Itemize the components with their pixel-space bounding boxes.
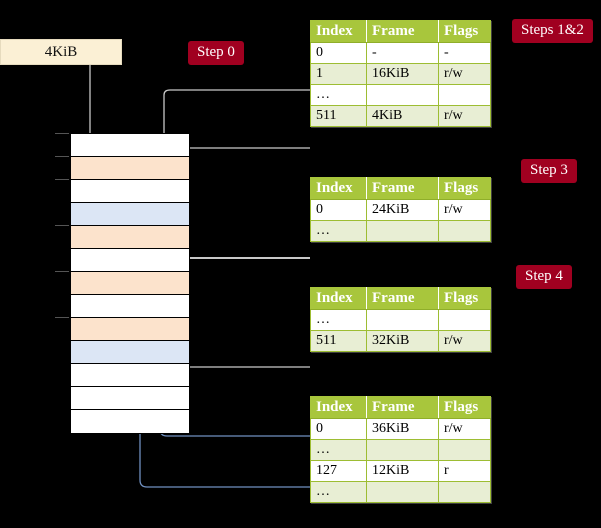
badge-step-3-label: Step 3 — [530, 162, 568, 178]
cell-flags — [438, 220, 491, 242]
frame-label-text: 4KiB — [44, 44, 78, 60]
memory-row-tick — [55, 179, 69, 180]
cell-index: … — [310, 84, 367, 106]
frame-label-box: 4KiB — [0, 39, 122, 65]
column-header-index: Index — [310, 177, 367, 200]
memory-frame-row — [71, 249, 189, 272]
memory-row-tick — [55, 156, 69, 157]
cell-flags: r/w — [438, 105, 491, 127]
cell-frame: 12KiB — [366, 460, 439, 482]
column-header-frame: Frame — [366, 396, 439, 419]
cell-frame — [366, 481, 439, 503]
cell-index: 0 — [310, 42, 367, 64]
cell-flags: - — [438, 42, 491, 64]
memory-frame-row — [71, 387, 189, 410]
memory-frame-row — [71, 226, 189, 249]
memory-frame-row — [71, 203, 189, 226]
memory-row-tick — [55, 317, 69, 318]
column-header-index: Index — [310, 20, 367, 43]
memory-frame-row — [71, 134, 189, 157]
memory-row-tick — [55, 133, 69, 134]
cell-index: … — [310, 220, 367, 242]
cell-index: 0 — [310, 418, 367, 440]
table-row: … — [310, 84, 491, 106]
cell-index: 127 — [310, 460, 367, 482]
cell-index: 0 — [310, 199, 367, 221]
memory-column — [70, 133, 190, 434]
badge-steps-1-2: Steps 1&2 — [512, 19, 593, 43]
column-header-flags: Flags — [438, 177, 491, 200]
cell-index: … — [310, 439, 367, 461]
column-header-index: Index — [310, 396, 367, 419]
cell-frame — [366, 309, 439, 331]
column-header-flags: Flags — [438, 287, 491, 310]
cell-flags — [438, 481, 491, 503]
cell-flags: r/w — [438, 418, 491, 440]
cell-flags: r/w — [438, 199, 491, 221]
memory-frame-row — [71, 364, 189, 387]
badge-step-3: Step 3 — [521, 159, 577, 183]
badge-step-4-label: Step 4 — [525, 268, 563, 284]
memory-row-tick — [55, 271, 69, 272]
badge-steps-1-2-label: Steps 1&2 — [521, 22, 584, 38]
cell-flags — [438, 439, 491, 461]
memory-frame-row — [71, 295, 189, 318]
cell-index: … — [310, 309, 367, 331]
cell-frame: 4KiB — [366, 105, 439, 127]
cell-index: … — [310, 481, 367, 503]
cell-flags: r/w — [438, 63, 491, 85]
column-header-frame: Frame — [366, 20, 439, 43]
cell-index: 1 — [310, 63, 367, 85]
column-header-frame: Frame — [366, 287, 439, 310]
column-header-frame: Frame — [366, 177, 439, 200]
cell-frame — [366, 220, 439, 242]
cell-frame: - — [366, 42, 439, 64]
cell-flags: r/w — [438, 330, 491, 352]
cell-flags: r — [438, 460, 491, 482]
memory-frame-row — [71, 272, 189, 295]
memory-frame-row — [71, 410, 189, 433]
column-header-flags: Flags — [438, 20, 491, 43]
cell-frame: 24KiB — [366, 199, 439, 221]
memory-frame-row — [71, 341, 189, 364]
cell-index: 511 — [310, 105, 367, 127]
column-header-flags: Flags — [438, 396, 491, 419]
memory-frame-row — [71, 318, 189, 341]
cell-frame: 36KiB — [366, 418, 439, 440]
memory-frame-row — [71, 180, 189, 203]
cell-frame — [366, 439, 439, 461]
memory-frame-row — [71, 157, 189, 180]
table-row: 0-- — [310, 42, 491, 64]
badge-step-0: Step 0 — [188, 41, 244, 65]
cell-frame: 32KiB — [366, 330, 439, 352]
table-row: … — [310, 481, 491, 503]
cell-frame: 16KiB — [366, 63, 439, 85]
table-row: … — [310, 309, 491, 331]
cell-frame — [366, 84, 439, 106]
cell-flags — [438, 84, 491, 106]
table-row: … — [310, 220, 491, 242]
cell-flags — [438, 309, 491, 331]
column-header-index: Index — [310, 287, 367, 310]
cell-index: 511 — [310, 330, 367, 352]
badge-step-4: Step 4 — [516, 265, 572, 289]
badge-step-0-label: Step 0 — [197, 44, 235, 60]
table-row: … — [310, 439, 491, 461]
memory-row-tick — [55, 225, 69, 226]
